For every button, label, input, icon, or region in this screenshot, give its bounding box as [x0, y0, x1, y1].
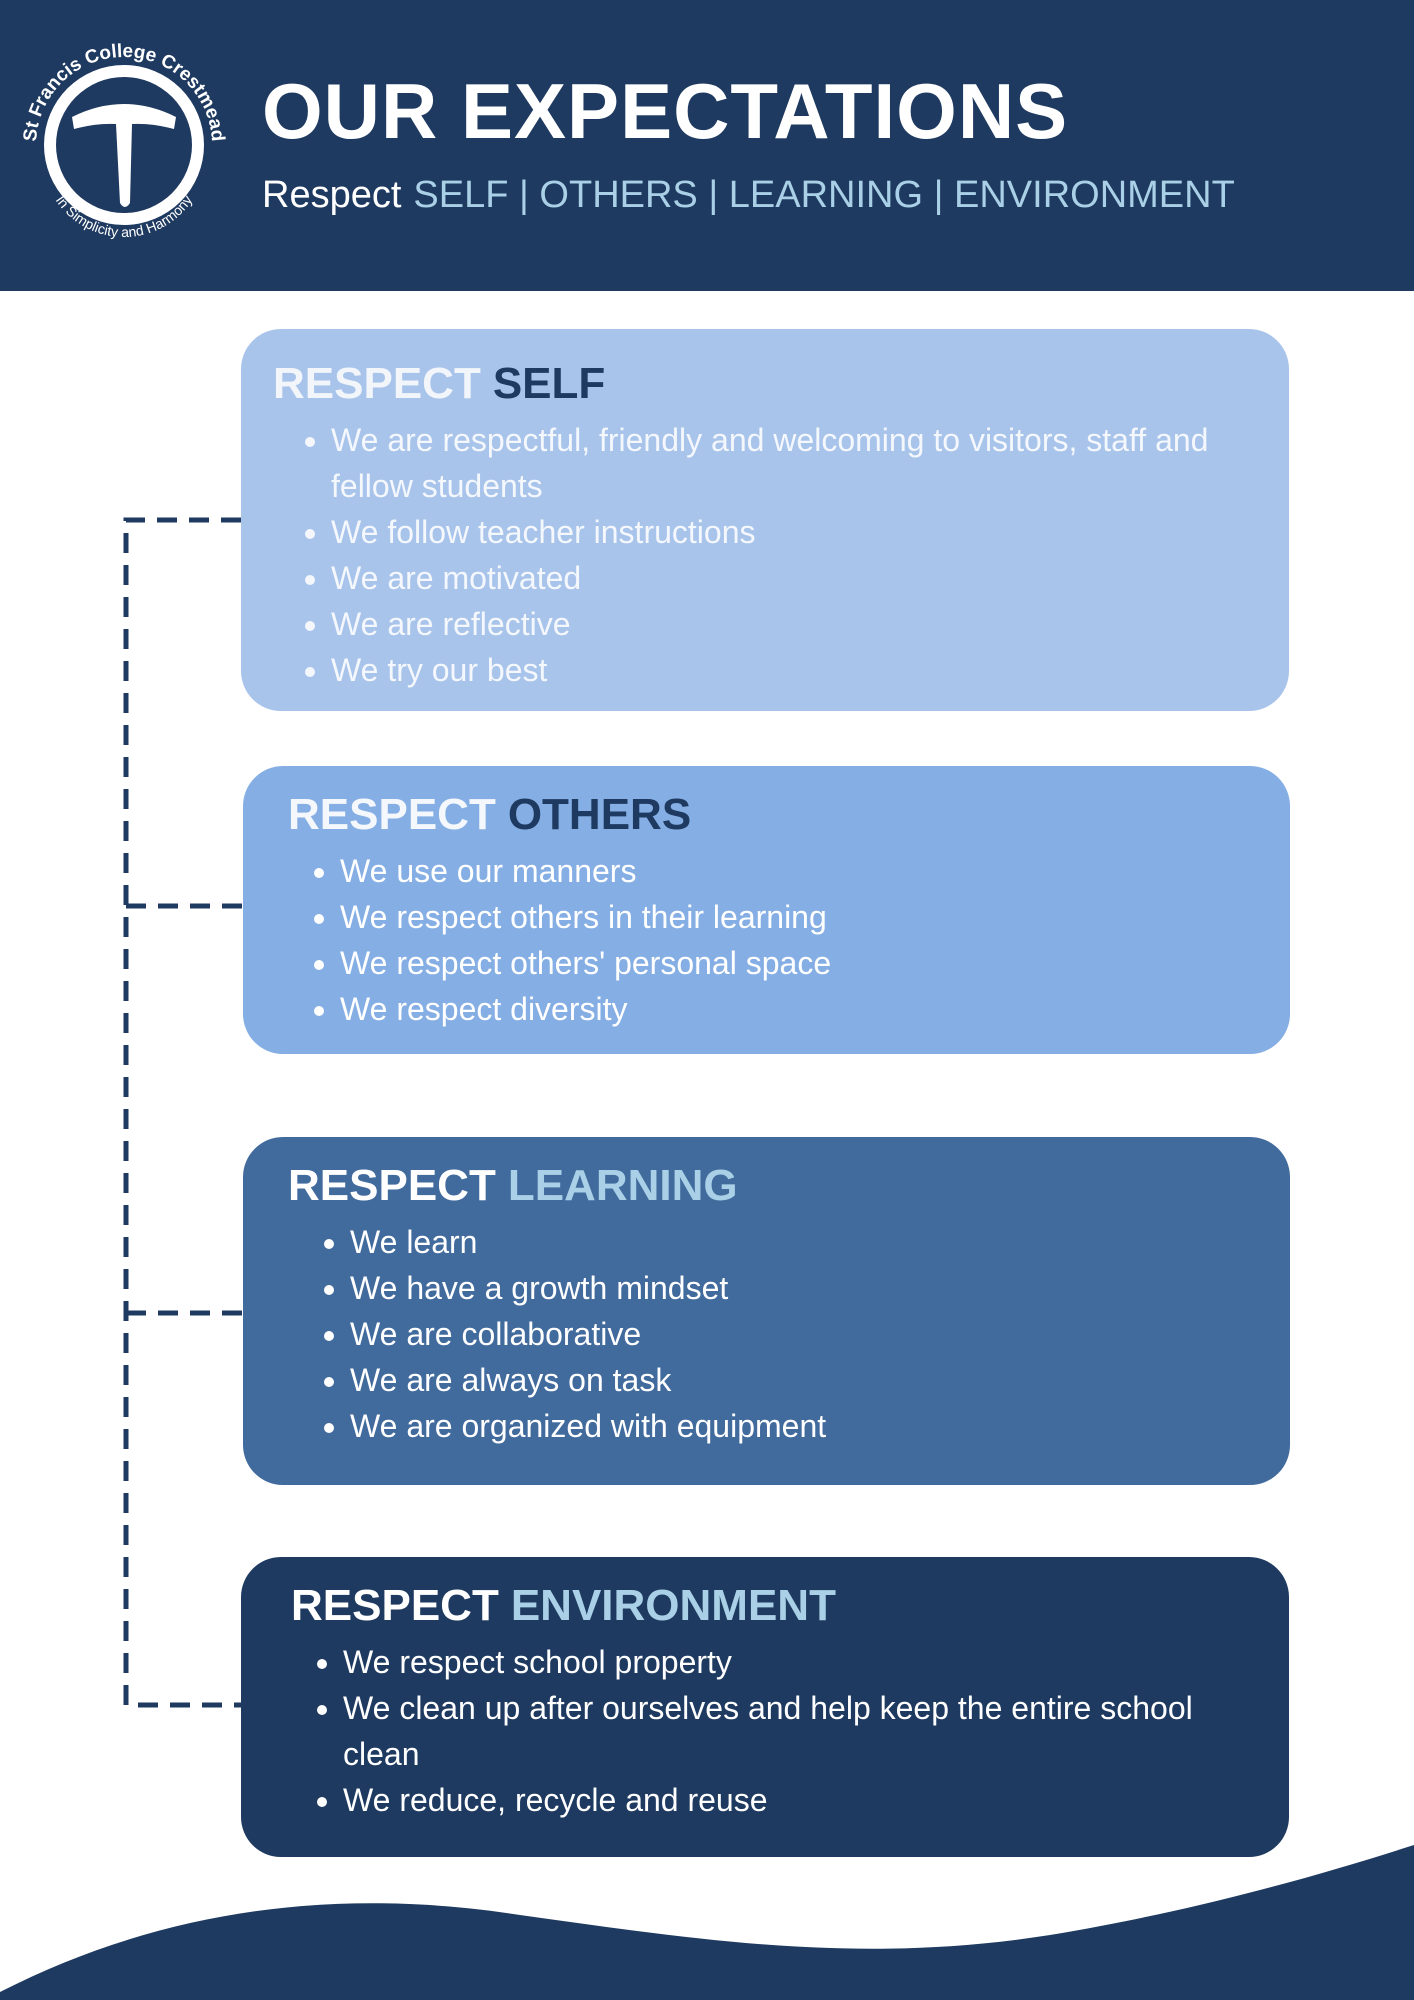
expectation-list: We use our manners We respect others in …: [288, 848, 1258, 1032]
list-item: We respect others in their learning: [340, 894, 1258, 940]
school-logo: St Francis College Crestmead In Simplici…: [20, 41, 228, 240]
list-item: We are organized with equipment: [350, 1403, 1258, 1449]
heading-value: OTHERS: [507, 790, 692, 839]
expectation-list: We respect school property We clean up a…: [291, 1639, 1257, 1823]
header-banner: St Francis College Crestmead In Simplici…: [0, 0, 1414, 291]
page-subtitle: Respect SELF | OTHERS | LEARNING | ENVIRO…: [262, 172, 1235, 218]
list-item: We clean up after ourselves and help kee…: [343, 1685, 1257, 1777]
subtitle-lead: Respect: [262, 174, 402, 216]
heading-key: RESPECT: [288, 790, 496, 839]
expectation-list: We learn We have a growth mindset We are…: [288, 1219, 1258, 1449]
list-item: We are motivated: [331, 555, 1257, 601]
heading-key: RESPECT: [288, 1161, 496, 1210]
list-item: We learn: [350, 1219, 1258, 1265]
heading-value: SELF: [492, 359, 606, 408]
list-item: We respect diversity: [340, 986, 1258, 1032]
page-title: OUR EXPECTATIONS: [262, 67, 1069, 155]
list-item: We are respectful, friendly and welcomin…: [331, 417, 1257, 509]
list-item: We use our manners: [340, 848, 1258, 894]
list-item: We are always on task: [350, 1357, 1258, 1403]
heading-value: LEARNING: [507, 1161, 738, 1210]
list-item: We reduce, recycle and reuse: [343, 1777, 1257, 1823]
list-item: We are reflective: [331, 601, 1257, 647]
list-item: We respect school property: [343, 1639, 1257, 1685]
list-item: We respect others' personal space: [340, 940, 1258, 986]
list-item: We follow teacher instructions: [331, 509, 1257, 555]
heading-value: ENVIRONMENT: [510, 1581, 836, 1630]
heading-key: RESPECT: [273, 359, 481, 408]
footer-wave: [0, 1845, 1414, 2000]
subtitle-categories: SELF | OTHERS | LEARNING | ENVIRONMENT: [413, 174, 1235, 216]
list-item: We are collaborative: [350, 1311, 1258, 1357]
list-item: We try our best: [331, 647, 1257, 693]
list-item: We have a growth mindset: [350, 1265, 1258, 1311]
expectation-list: We are respectful, friendly and welcomin…: [273, 417, 1257, 693]
heading-key: RESPECT: [291, 1581, 499, 1630]
